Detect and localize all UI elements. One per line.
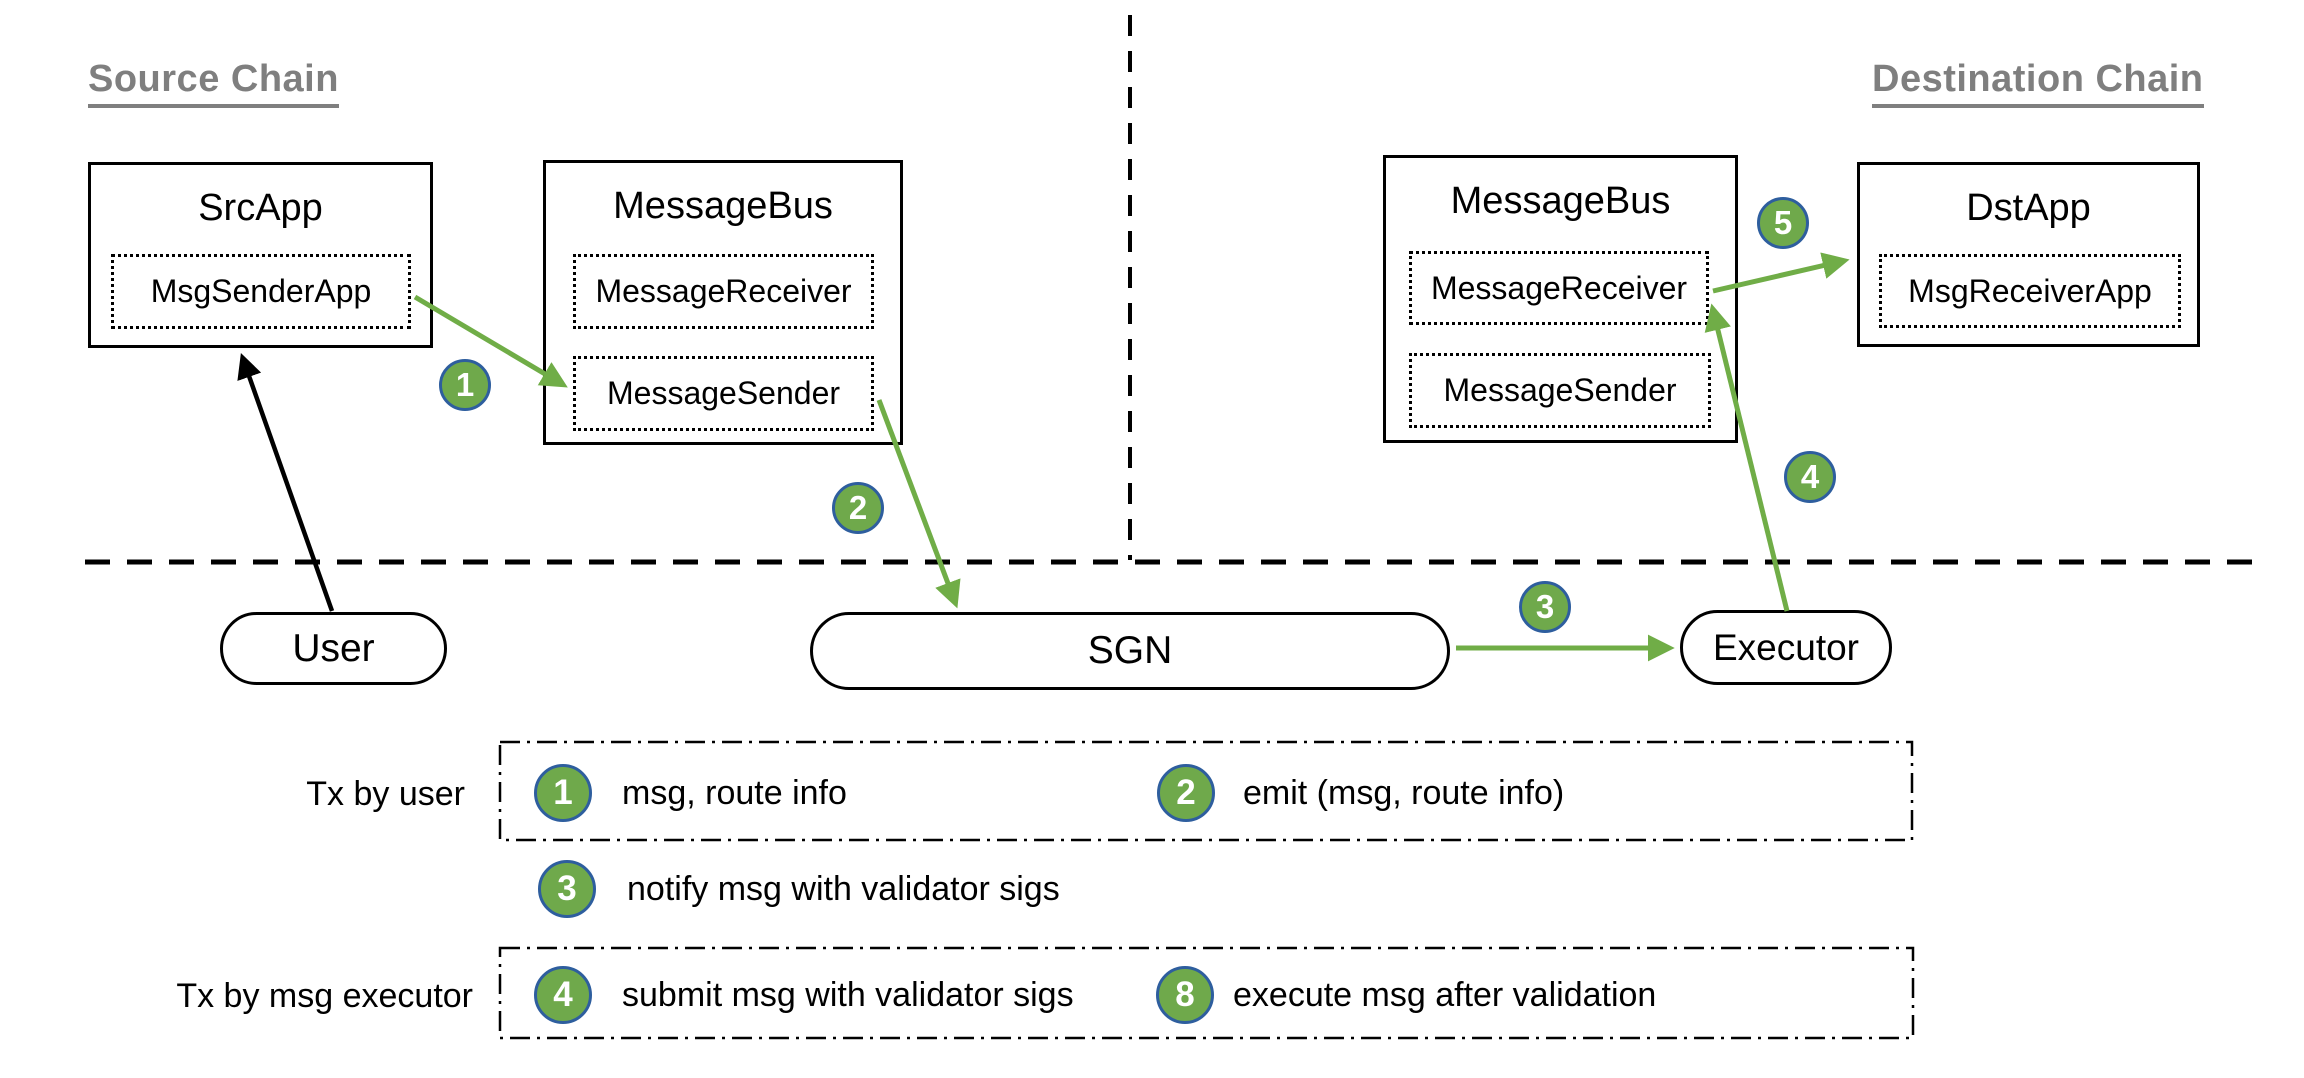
source-chain-label: Source Chain (88, 58, 339, 108)
legend-item1-text: msg, route info (622, 774, 847, 812)
msg-receiver-app-box: MsgReceiverApp (1879, 254, 2181, 328)
message-sender-left-box: MessageSender (573, 356, 874, 431)
msg-sender-app-box: MsgSenderApp (111, 254, 411, 329)
executor-node: Executor (1680, 610, 1892, 685)
legend-badge-2: 2 (1157, 764, 1215, 822)
legend-badge-3: 3 (538, 860, 596, 918)
src-app-box: SrcApp MsgSenderApp (88, 162, 433, 348)
src-app-title: SrcApp (198, 187, 323, 229)
message-bus-left-box: MessageBus MessageReceiver MessageSender (543, 160, 903, 445)
legend-item4-text: submit msg with validator sigs (622, 976, 1074, 1014)
diagram-badge-3: 3 (1519, 581, 1571, 633)
legend-item8-text: execute msg after validation (1233, 976, 1657, 1014)
legend-badge-4: 4 (534, 966, 592, 1024)
diagram-badge-2: 2 (832, 482, 884, 534)
diagram-badge-4: 4 (1784, 451, 1836, 503)
legend-item2-text: emit (msg, route info) (1243, 774, 1565, 812)
legend-row1-label: Tx by user (306, 775, 465, 813)
destination-chain-label: Destination Chain (1872, 58, 2204, 108)
dst-app-title: DstApp (1966, 187, 2091, 229)
message-receiver-right-box: MessageReceiver (1409, 251, 1709, 325)
message-sender-right-box: MessageSender (1409, 353, 1711, 428)
legend-item3-text: notify msg with validator sigs (627, 870, 1060, 908)
legend-row2-label: Tx by msg executor (176, 977, 473, 1015)
message-bus-right-box: MessageBus MessageReceiver MessageSender (1383, 155, 1738, 443)
diagram-badge-5: 5 (1757, 197, 1809, 249)
message-bus-left-title: MessageBus (613, 185, 833, 227)
user-node: User (220, 612, 447, 685)
message-receiver-left-box: MessageReceiver (573, 254, 874, 329)
dst-app-box: DstApp MsgReceiverApp (1857, 162, 2200, 347)
legend-badge-8: 8 (1156, 966, 1214, 1024)
diagram-badge-1: 1 (439, 359, 491, 411)
sgn-node: SGN (810, 612, 1450, 690)
legend-badge-1: 1 (534, 764, 592, 822)
message-bus-right-title: MessageBus (1450, 180, 1671, 222)
